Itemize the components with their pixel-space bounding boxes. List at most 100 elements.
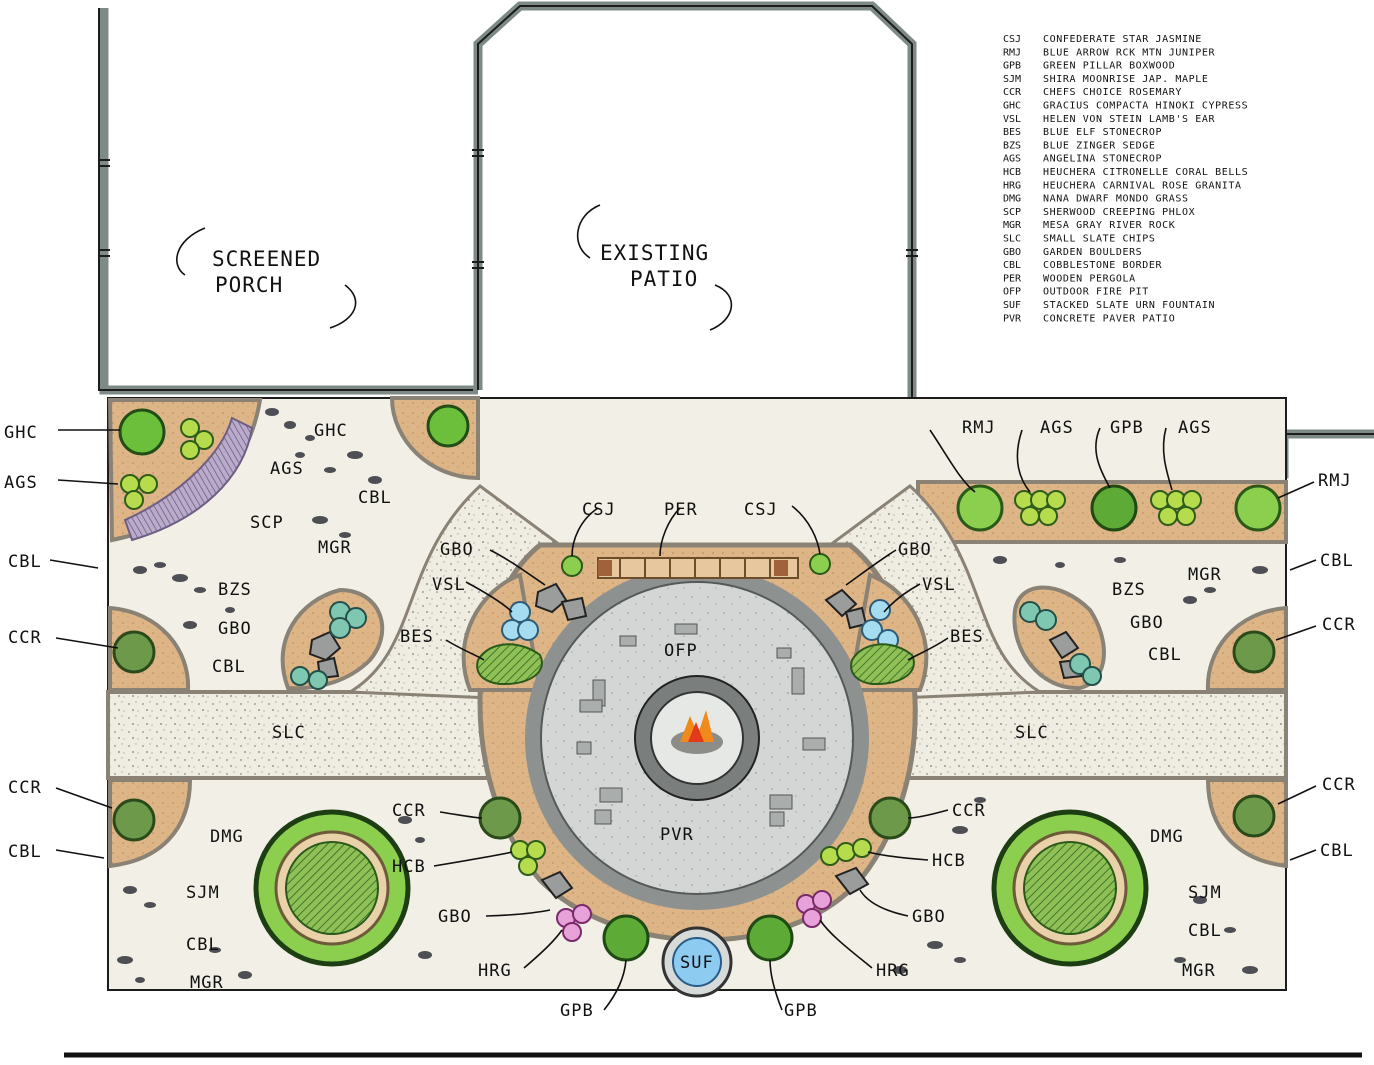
callout-ccr-left-2: CCR [8, 778, 42, 798]
callout-ghc-inner: GHC [314, 421, 348, 441]
legend-name: CONFEDERATE STAR JASMINE [1043, 34, 1202, 45]
legend-code: SUF [1003, 300, 1021, 311]
callout-bzs-left: BZS [218, 580, 252, 600]
legend-name: NANA DWARF MONDO GRASS [1043, 194, 1189, 205]
callout-bes-right: BES [950, 627, 984, 647]
legend-code: PER [1003, 273, 1022, 284]
legend-name: MESA GRAY RIVER ROCK [1043, 220, 1175, 231]
callout-cbl-inner-2: CBL [212, 657, 246, 677]
legend-code: AGS [1003, 154, 1021, 165]
callout-cbl-bottom-1: CBL [186, 935, 220, 955]
legend-code: PVR [1003, 313, 1022, 324]
legend-code: GHC [1003, 101, 1021, 112]
area-leaders [176, 204, 733, 331]
legend-name: ANGELINA STONECROP [1043, 154, 1162, 165]
legend-name: CONCRETE PAVER PATIO [1043, 313, 1175, 324]
callout-gbo-bottom-1: GBO [438, 907, 472, 927]
label-existing-patio-line1: EXISTING [600, 241, 709, 265]
legend-code: DMG [1003, 194, 1021, 205]
legend-code: CSJ [1003, 34, 1021, 45]
callout-hcb-right: HCB [932, 851, 966, 871]
callout-ags-inner: AGS [270, 459, 304, 479]
callout-bzs-right: BZS [1112, 580, 1146, 600]
callout-ags-right-1: AGS [1040, 418, 1074, 438]
callout-cbl-right-2: CBL [1320, 841, 1354, 861]
callout-vsl-right: VSL [922, 575, 956, 595]
legend-code: GPB [1003, 61, 1021, 72]
legend-name: HELEN VON STEIN LAMB'S EAR [1043, 114, 1216, 125]
callout-gbo-center-1: GBO [440, 540, 474, 560]
callout-ccr-right-2: CCR [1322, 775, 1356, 795]
callout-mgr-left: MGR [318, 538, 352, 558]
legend-code: GBO [1003, 247, 1021, 258]
callout-gbo-right: GBO [1130, 613, 1164, 633]
label-screened-porch-line1: SCREENED [212, 247, 321, 271]
callout-gbo-bottom-2: GBO [912, 907, 946, 927]
callout-dmg-right: DMG [1150, 827, 1184, 847]
callout-leader-lines [49, 427, 1317, 1011]
legend-name: HEUCHERA CITRONELLE CORAL BELLS [1043, 167, 1248, 178]
legend-code: BES [1003, 127, 1021, 138]
label-screened-porch-line2: PORCH [215, 273, 283, 297]
legend-name: SHIRA MOONRISE JAP. MAPLE [1043, 74, 1209, 85]
callout-slc-right: SLC [1015, 723, 1049, 743]
callout-cbl-left-1: CBL [8, 552, 42, 572]
callout-hcb-left: HCB [392, 857, 426, 877]
callout-ccr-left-1: CCR [8, 628, 42, 648]
legend-name: HEUCHERA CARNIVAL ROSE GRANITA [1043, 180, 1242, 191]
plant-symbols [112, 404, 1282, 998]
callout-ags-left: AGS [4, 473, 38, 493]
callout-hrg-right: HRG [876, 961, 910, 981]
callout-hrg-left: HRG [478, 961, 512, 981]
callout-mgr-bottom-1: MGR [190, 973, 224, 993]
legend-code: CBL [1003, 260, 1021, 271]
legend-name: BLUE ZINGER SEDGE [1043, 140, 1156, 151]
legend-code: SJM [1003, 74, 1021, 85]
callout-ofp: OFP [664, 641, 698, 661]
pergola-per [597, 557, 799, 579]
callout-sjm-right: SJM [1188, 883, 1222, 903]
legend-code: BZS [1003, 140, 1021, 151]
callout-rmj-2: RMJ [1318, 471, 1352, 491]
legend-code: CCR [1003, 87, 1022, 98]
door-marks [98, 149, 918, 269]
callout-gbo-center-2: GBO [898, 540, 932, 560]
callout-cbl-bottom-2: CBL [1188, 921, 1222, 941]
callout-ccr-right-1: CCR [1322, 615, 1356, 635]
fire-pit-ofp [634, 675, 760, 801]
legend-name: SMALL SLATE CHIPS [1043, 234, 1156, 245]
legend-code: HRG [1003, 180, 1021, 191]
callout-rmj-1: RMJ [962, 418, 996, 438]
legend-code: HCB [1003, 167, 1021, 178]
callout-ags-right-2: AGS [1178, 418, 1212, 438]
callout-csj-right: CSJ [744, 500, 778, 520]
callout-dmg-left: DMG [210, 827, 244, 847]
callout-mgr-bottom-2: MGR [1182, 961, 1216, 981]
callout-gbo-left: GBO [218, 619, 252, 639]
legend-name: BLUE ELF STONECROP [1043, 127, 1162, 138]
legend-name: OUTDOOR FIRE PIT [1043, 287, 1149, 298]
callout-gpb-top: GPB [1110, 418, 1144, 438]
legend-name: SHERWOOD CREEPING PHLOX [1043, 207, 1195, 218]
callout-cbl-right-1: CBL [1320, 551, 1354, 571]
callout-vsl-left: VSL [432, 575, 466, 595]
callout-sjm-left: SJM [186, 883, 220, 903]
callout-mgr-right-1: MGR [1188, 565, 1222, 585]
callout-cbl-right-inner: CBL [1148, 645, 1182, 665]
callout-per: PER [664, 500, 698, 520]
legend-code: VSL [1003, 114, 1021, 125]
callout-pvr: PVR [660, 825, 694, 845]
callout-suf: SUF [680, 953, 714, 973]
callout-scp: SCP [250, 513, 284, 533]
callout-slc-left: SLC [272, 723, 306, 743]
legend-name: WOODEN PERGOLA [1043, 273, 1136, 284]
callout-gpb-bottom-2: GPB [784, 1001, 818, 1021]
legend-code: SCP [1003, 207, 1021, 218]
legend-name: GRACIUS COMPACTA HINOKI CYPRESS [1043, 101, 1248, 112]
legend-name: GARDEN BOULDERS [1043, 247, 1142, 258]
legend-name: COBBLESTONE BORDER [1043, 260, 1163, 271]
legend-code: SLC [1003, 234, 1021, 245]
callout-labels: GHC AGS CBL CCR CCR CBL GHC AGS SCP MGR … [4, 418, 1356, 1021]
legend-name: GREEN PILLAR BOXWOOD [1043, 61, 1175, 72]
